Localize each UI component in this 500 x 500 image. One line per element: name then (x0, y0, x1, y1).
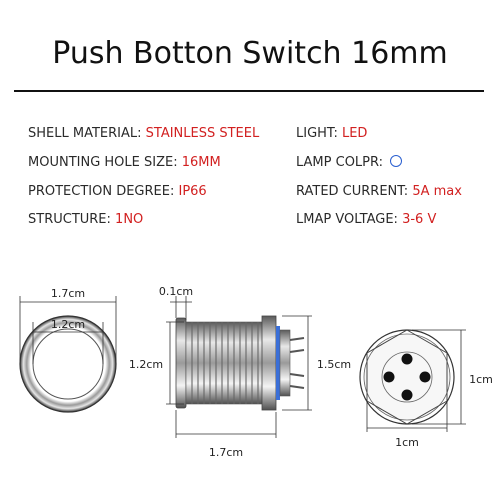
spec-label: LAMP COLPR: (296, 155, 384, 170)
side-flange-dim-label: 1.5cm (317, 358, 351, 371)
blue-ring-icon (390, 155, 403, 167)
side-height-dim-label: 1.2cm (129, 358, 163, 371)
terminal-dot (401, 389, 413, 401)
product-title: Push Botton Switch 16mm (52, 36, 448, 71)
spec-label: MOUNTING HOLE SIZE: (28, 155, 178, 170)
front-inner-dim-label: 1.2cm (51, 318, 85, 331)
spec-shell-material: SHELL MATERIAL: STAINLESS STEEL (28, 126, 259, 141)
spec-label: RATED CURRENT: (296, 184, 409, 199)
front-outer-dim-label: 1.7cm (51, 287, 85, 300)
spec-value: 16MM (181, 155, 221, 170)
spec-label: SHELL MATERIAL: (28, 126, 142, 141)
spec-value: 5A max (412, 184, 462, 199)
side-head-dim-label: 0.1cm (159, 285, 193, 298)
spec-label: PROTECTION DEGREE: (28, 184, 175, 199)
spec-protection: PROTECTION DEGREE: IP66 (28, 184, 207, 199)
spec-label: LIGHT: (296, 126, 338, 141)
spec-light: LIGHT: LED (296, 126, 367, 141)
spec-value: STAINLESS STEEL (145, 126, 260, 141)
spec-value: 3-6 V (402, 212, 437, 227)
spec-mounting-hole: MOUNTING HOLE SIZE: 16MM (28, 155, 221, 170)
terminal-dot (401, 353, 413, 365)
terminal-dot (383, 371, 395, 383)
front-view: 1.7cm 1.2cm (19, 287, 117, 413)
terminal-dot (419, 371, 431, 383)
back-width-dim-label: 1cm (395, 436, 419, 449)
spec-label: LMAP VOLTAGE: (296, 212, 398, 227)
spec-value: 1NO (115, 212, 144, 227)
title-divider (14, 90, 484, 92)
spec-value: IP66 (178, 184, 207, 199)
spec-lamp-color: LAMP COLPR: (296, 155, 403, 170)
back-view: 1cm 1cm (359, 329, 493, 449)
spec-lamp-voltage: LMAP VOLTAGE: 3-6 V (296, 212, 436, 227)
spec-rated-current: RATED CURRENT: 5A max (296, 184, 462, 199)
side-length-dim-label: 1.7cm (209, 446, 243, 459)
spec-structure: STRUCTURE: 1NO (28, 212, 143, 227)
spec-value: LED (341, 126, 368, 141)
side-view: 0.1cm 1.2cm 1.7cm 1.5cm (129, 285, 351, 459)
spec-label: STRUCTURE: (28, 212, 111, 227)
back-height-dim-label: 1cm (469, 373, 493, 386)
